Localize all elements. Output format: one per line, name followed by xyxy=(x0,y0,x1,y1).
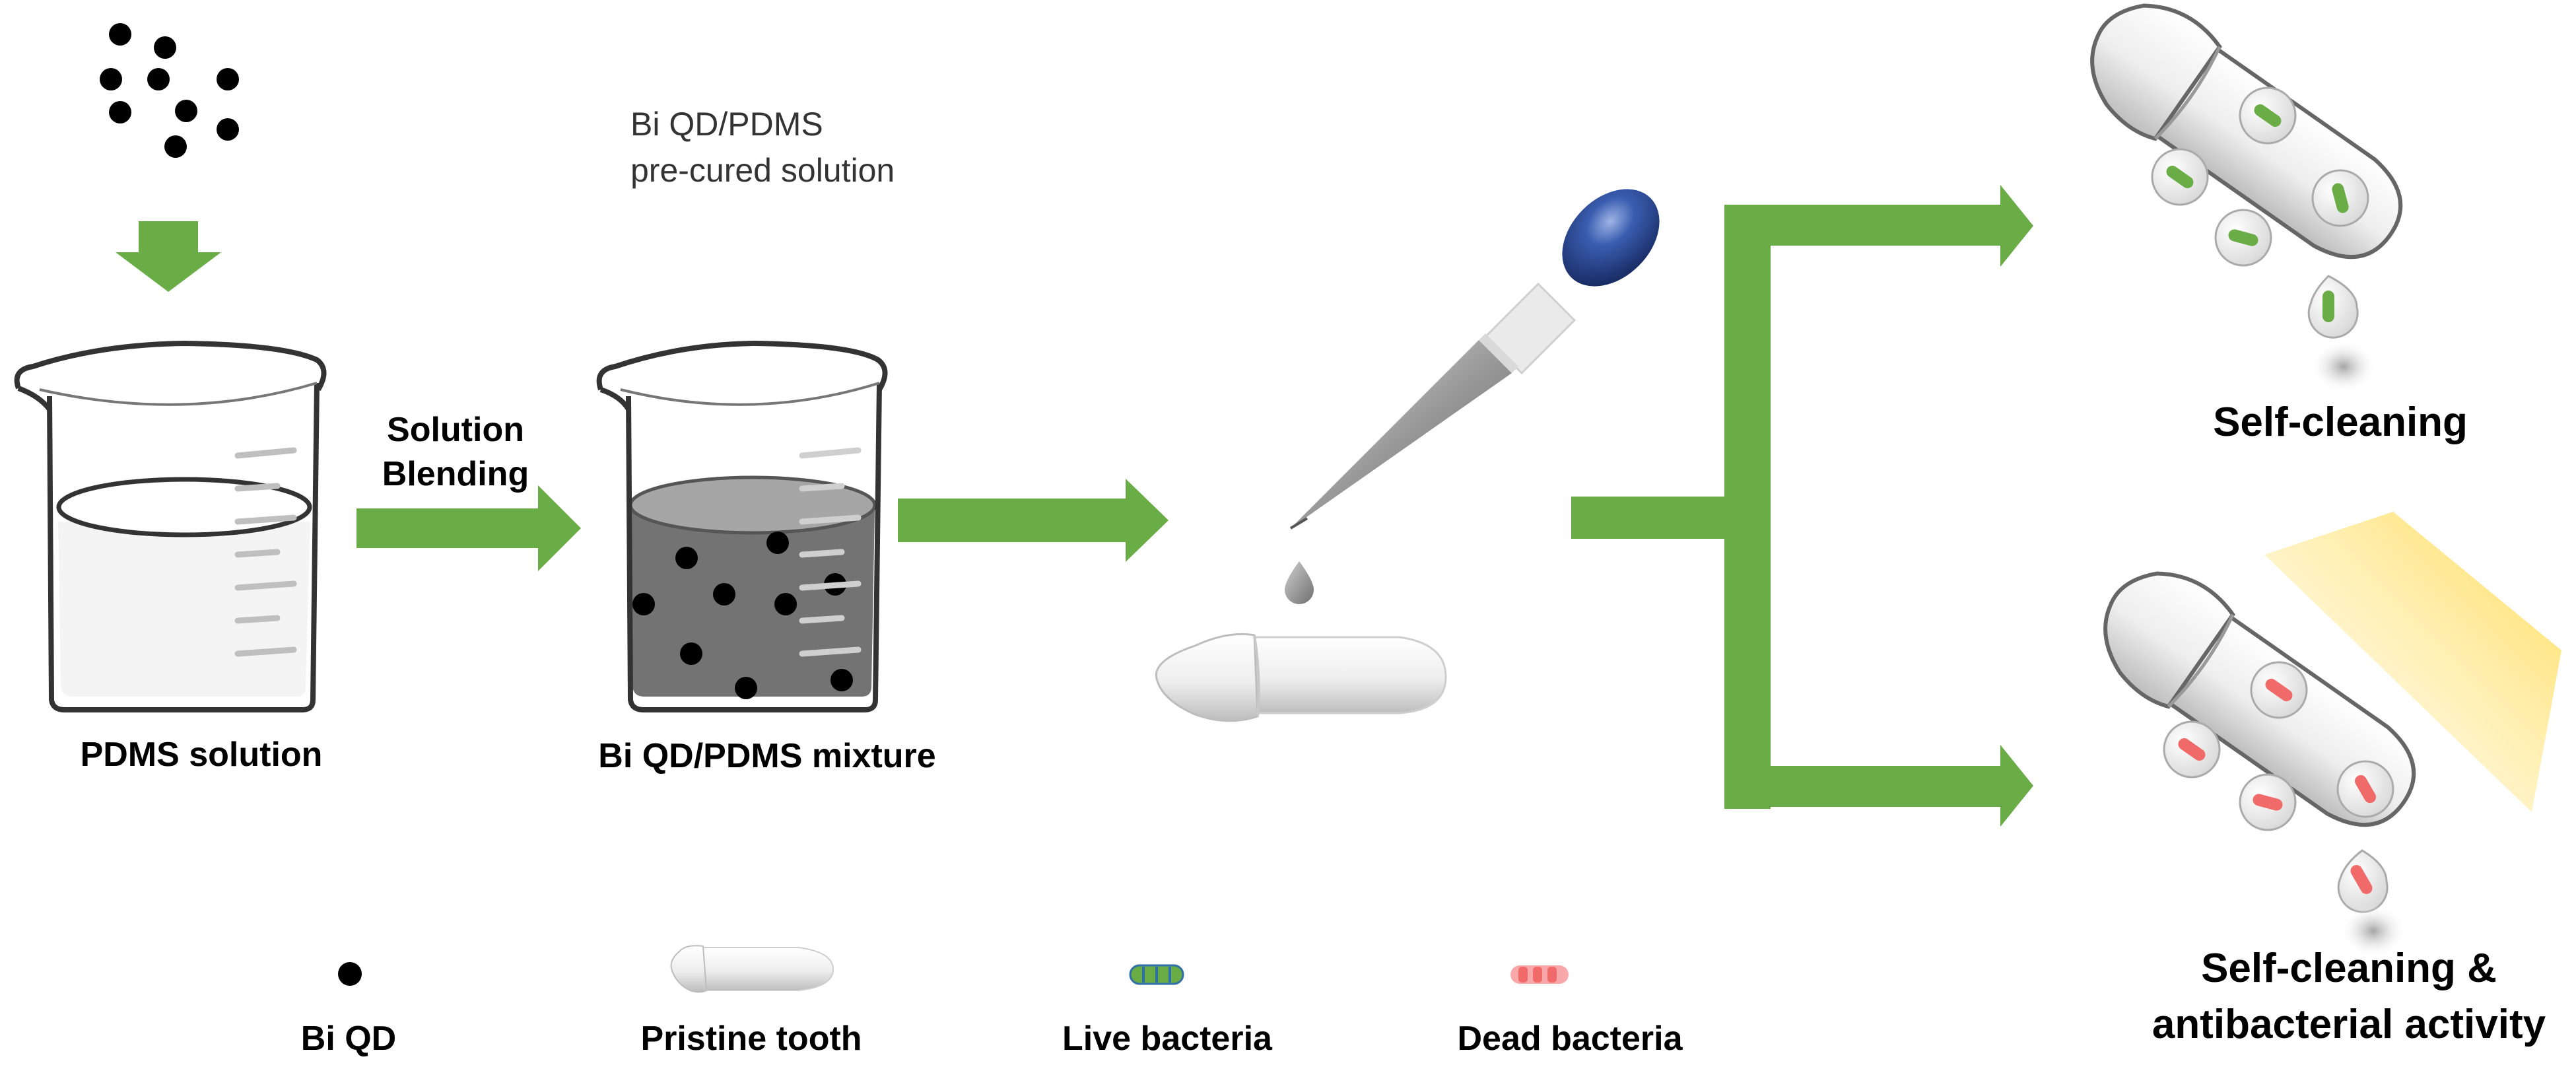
light-beam xyxy=(2264,512,2561,812)
pdms-beaker xyxy=(14,340,327,712)
pre-cured-label-line1: Bi QD/PDMS xyxy=(630,106,823,143)
antibacterial-label-line2: antibacterial activity xyxy=(2152,1002,2546,1047)
legend-live-bacteria-icon xyxy=(1129,964,1184,985)
mixture-beaker xyxy=(596,340,888,712)
legend-dead-bacteria-label: Dead bacteria xyxy=(1457,1019,1683,1058)
legend-pristine-tooth-label: Pristine tooth xyxy=(640,1019,862,1058)
dropper-icon xyxy=(1289,189,1660,530)
down-arrow-icon xyxy=(116,221,221,292)
pre-cured-label-line2: pre-cured solution xyxy=(630,152,895,189)
antibacterial-tooth xyxy=(2103,571,2416,957)
blending-arrow-icon xyxy=(356,485,581,571)
self-cleaning-tooth xyxy=(2090,3,2403,393)
pdms-solution-label: PDMS solution xyxy=(81,736,323,774)
mixture-label: Bi QD/PDMS mixture xyxy=(598,737,935,775)
legend-live-bacteria-label: Live bacteria xyxy=(1062,1019,1273,1058)
antibacterial-label-line1: Self-cleaning & xyxy=(2201,946,2497,991)
legend-pristine-tooth-icon xyxy=(670,945,834,993)
pristine-tooth-icon xyxy=(1155,633,1447,722)
branch-arrows xyxy=(1571,185,2033,827)
legend-dead-bacteria-icon xyxy=(1510,965,1569,984)
legend-bi-qd-label: Bi QD xyxy=(301,1019,396,1058)
blending-label-line2: Blending xyxy=(382,455,529,493)
legend: Bi QD Pristine tooth Live bacteria Dead … xyxy=(301,945,1683,1058)
coating-arrow-icon xyxy=(898,479,1169,562)
dead-bacteria-on-tooth xyxy=(2163,661,2394,831)
bi-qd-particles xyxy=(100,23,239,158)
live-bacteria-on-tooth xyxy=(2151,86,2369,267)
drop-icon xyxy=(1285,561,1314,604)
blending-label-line1: Solution xyxy=(387,411,524,449)
self-cleaning-label: Self-cleaning xyxy=(2213,399,2468,445)
legend-bi-qd-icon xyxy=(338,962,362,986)
